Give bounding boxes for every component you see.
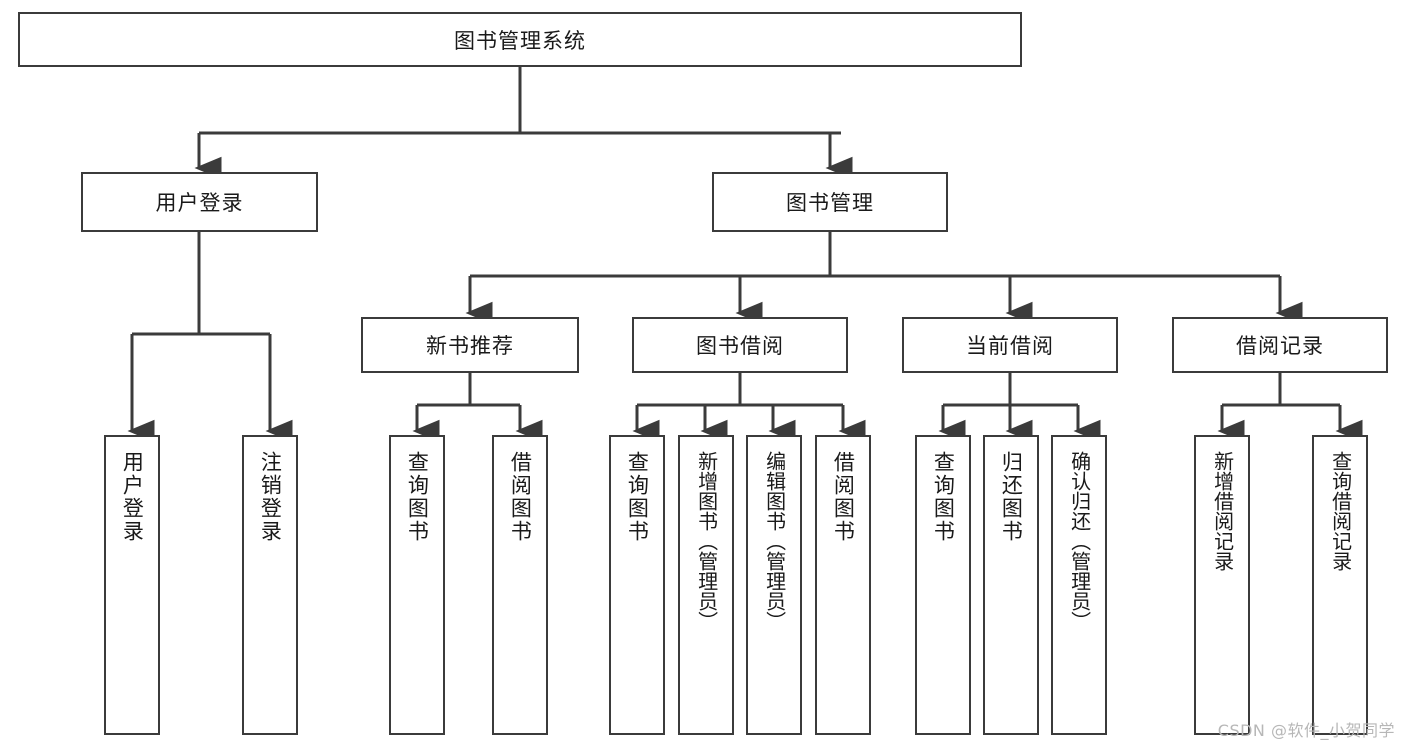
node-current-borrow[interactable]: 当前借阅 [902, 317, 1118, 373]
node-borrow-record[interactable]: 借阅记录 [1172, 317, 1388, 373]
leaf-recommend-borrow-book[interactable]: 借阅图书 [492, 435, 548, 735]
leaf-label: 用户登录 [120, 451, 145, 543]
csdn-watermark: CSDN @软件_小贺同学 [1217, 721, 1395, 740]
leaf-label: 查询图书 [405, 451, 430, 543]
leaf-current-return-book[interactable]: 归还图书 [983, 435, 1039, 735]
leaf-current-confirm-return-admin[interactable]: 确认归还（管理员） [1051, 435, 1107, 735]
leaf-label: 编辑图书（管理员） [762, 451, 787, 631]
node-new-book-recommend[interactable]: 新书推荐 [361, 317, 579, 373]
leaf-current-query-book[interactable]: 查询图书 [915, 435, 971, 735]
node-book-management[interactable]: 图书管理 [712, 172, 948, 232]
leaf-user-login-logout[interactable]: 注销登录 [242, 435, 298, 735]
leaf-label: 归还图书 [999, 451, 1024, 543]
leaf-recommend-query-book[interactable]: 查询图书 [389, 435, 445, 735]
leaf-record-query-record[interactable]: 查询借阅记录 [1312, 435, 1368, 735]
leaf-borrow-borrow-book[interactable]: 借阅图书 [815, 435, 871, 735]
leaf-borrow-add-book-admin[interactable]: 新增图书（管理员） [678, 435, 734, 735]
node-book-borrow[interactable]: 图书借阅 [632, 317, 848, 373]
leaf-record-add-record[interactable]: 新增借阅记录 [1194, 435, 1250, 735]
node-user-login[interactable]: 用户登录 [81, 172, 318, 232]
leaf-borrow-query-book[interactable]: 查询图书 [609, 435, 665, 735]
node-root-system[interactable]: 图书管理系统 [18, 12, 1022, 67]
leaf-label: 新增图书（管理员） [694, 451, 719, 631]
leaf-label: 确认归还（管理员） [1067, 451, 1092, 631]
leaf-label: 查询借阅记录 [1328, 451, 1353, 571]
leaf-user-login-login[interactable]: 用户登录 [104, 435, 160, 735]
leaf-label: 查询图书 [625, 451, 650, 543]
leaf-label: 借阅图书 [508, 451, 533, 543]
leaf-label: 查询图书 [931, 451, 956, 543]
leaf-label: 新增借阅记录 [1210, 451, 1235, 571]
leaf-label: 借阅图书 [831, 451, 856, 543]
leaf-label: 注销登录 [258, 451, 283, 543]
leaf-borrow-edit-book-admin[interactable]: 编辑图书（管理员） [746, 435, 802, 735]
